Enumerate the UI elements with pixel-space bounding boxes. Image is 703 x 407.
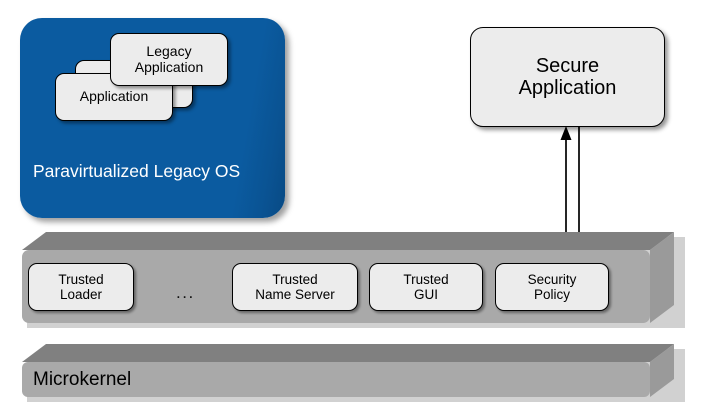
- trusted-loader-box[interactable]: Trusted Loader: [28, 263, 134, 311]
- legacy-application-box-middle-label: Application: [79, 88, 149, 105]
- trusted-services-slab-top: [22, 232, 674, 250]
- trusted-gui-box[interactable]: Trusted GUI: [369, 263, 483, 311]
- security-policy-line1: Security: [527, 271, 577, 287]
- trusted-gui-line2: GUI: [413, 287, 438, 302]
- legacy-application-box-front-line1: Legacy: [146, 42, 192, 59]
- trusted-name-server-box[interactable]: Trusted Name Server: [232, 263, 358, 311]
- microkernel-slab-side: [650, 344, 674, 397]
- microkernel-slab-top: [22, 344, 674, 362]
- trusted-name-server-line1: Trusted: [272, 271, 318, 287]
- trusted-gui-line1: Trusted: [403, 271, 449, 287]
- legacy-application-box-front-line2: Application: [134, 58, 204, 75]
- security-policy-line2: Policy: [533, 287, 570, 302]
- trusted-services-slab-side: [650, 232, 674, 323]
- legacy-application-box-front[interactable]: Legacy Application: [110, 33, 228, 86]
- microkernel-slab-front: [22, 362, 650, 397]
- secure-application-line2: Application: [518, 77, 617, 99]
- microkernel-label: Microkernel: [33, 369, 132, 390]
- trusted-loader-line2: Loader: [59, 287, 103, 302]
- security-policy-box[interactable]: Security Policy: [495, 263, 609, 311]
- trusted-name-server-line2: Name Server: [255, 287, 335, 302]
- secure-application-line1: Secure: [535, 54, 600, 77]
- trusted-services-ellipsis: ...: [176, 283, 195, 302]
- trusted-loader-line1: Trusted: [58, 271, 104, 287]
- paravirtualized-legacy-os-label: Paravirtualized Legacy OS: [33, 161, 241, 181]
- secure-application-box[interactable]: Secure Application: [470, 27, 665, 127]
